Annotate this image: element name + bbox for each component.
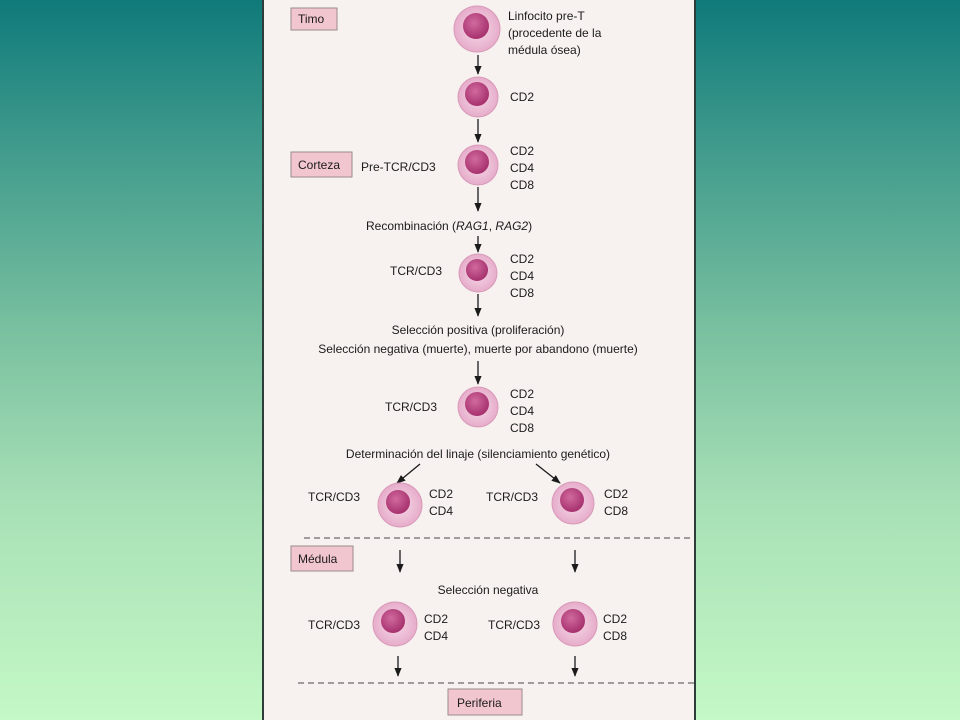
cell-tcr-1 (458, 253, 498, 293)
cell-medulla-cd4 (372, 601, 418, 647)
cell-medulla-cd8 (552, 601, 598, 647)
cd4-branch-marker-cd2: CD2 (429, 487, 453, 501)
tcr-receptor-label-2: TCR/CD3 (385, 400, 437, 414)
cd4-branch-receptor-label: TCR/CD3 (308, 490, 360, 504)
positive-selection-label: Selección positiva (proliferación) (392, 323, 565, 337)
cell-cd2 (457, 76, 499, 118)
cell-cd8-branch (551, 481, 595, 525)
zone-label-periphery: Periferia (447, 688, 523, 716)
svg-text:Corteza: Corteza (298, 158, 340, 172)
cd2-marker: CD2 (510, 90, 534, 104)
tcr-receptor-label-1: TCR/CD3 (390, 264, 442, 278)
svg-text:Periferia: Periferia (457, 696, 502, 710)
cd4-branch-marker-cd4: CD4 (429, 504, 453, 518)
tcr-1-marker-cd2: CD2 (510, 252, 534, 266)
lineage-determination-label: Determinación del linaje (silenciamiento… (346, 447, 610, 461)
tcr-1-marker-cd8: CD8 (510, 286, 534, 300)
pre-t-description-line2: (procedente de la (508, 26, 602, 40)
zone-label-thymus: Timo (290, 7, 338, 31)
cell-pre-tcr (457, 144, 499, 186)
pre-tcr-marker-cd2: CD2 (510, 144, 534, 158)
tcr-2-marker-cd2: CD2 (510, 387, 534, 401)
negative-selection-label: Selección negativa (muerte), muerte por … (318, 342, 638, 356)
pre-t-description-line3: médula ósea) (508, 43, 581, 57)
medulla-cd8-receptor-label: TCR/CD3 (488, 618, 540, 632)
diagram-panel: Timo Corteza Médula Periferia Linfocito … (262, 0, 696, 720)
cd8-branch-marker-cd8: CD8 (604, 504, 628, 518)
tcr-2-marker-cd8: CD8 (510, 421, 534, 435)
cell-tcr-2 (457, 386, 499, 428)
medulla-cd4-receptor-label: TCR/CD3 (308, 618, 360, 632)
recombination-label: Recombinación (RAG1, RAG2) (366, 219, 532, 233)
zone-label-cortex: Corteza (290, 151, 353, 178)
medulla-cd4-marker-cd2: CD2 (424, 612, 448, 626)
cell-pre-t (453, 5, 501, 53)
medulla-cd8-marker-cd2: CD2 (603, 612, 627, 626)
svg-text:Timo: Timo (298, 12, 325, 26)
zone-label-medulla: Médula (290, 545, 354, 572)
medulla-negative-selection-label: Selección negativa (438, 583, 539, 597)
pre-t-description-line1: Linfocito pre-T (508, 9, 585, 23)
pre-tcr-receptor-label: Pre-TCR/CD3 (361, 160, 436, 174)
cd8-branch-receptor-label: TCR/CD3 (486, 490, 538, 504)
tcr-1-marker-cd4: CD4 (510, 269, 534, 283)
cell-cd4-branch (377, 482, 423, 528)
pre-tcr-marker-cd8: CD8 (510, 178, 534, 192)
t-cell-development-diagram: Timo Corteza Médula Periferia Linfocito … (290, 5, 694, 716)
svg-text:Médula: Médula (298, 552, 338, 566)
arrow-lineage-cd8 (535, 463, 561, 484)
medulla-cd4-marker-cd4: CD4 (424, 629, 448, 643)
pre-tcr-marker-cd4: CD4 (510, 161, 534, 175)
arrow-lineage-cd4 (396, 463, 421, 484)
medulla-cd8-marker-cd8: CD8 (603, 629, 627, 643)
cd8-branch-marker-cd2: CD2 (604, 487, 628, 501)
tcr-2-marker-cd4: CD4 (510, 404, 534, 418)
